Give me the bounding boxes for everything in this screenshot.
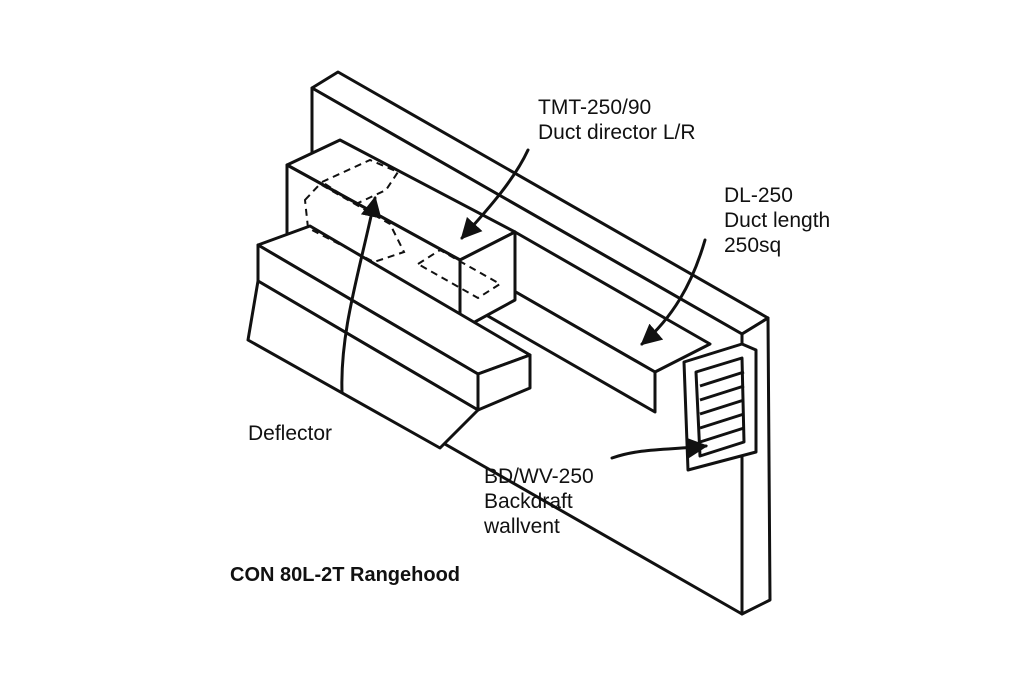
label-dl-line3: 250sq	[724, 234, 782, 257]
rangehood-body	[246, 224, 532, 450]
label-bd-line1: BD/WV-250	[484, 465, 594, 488]
label-dl: DL-250 Duct length 250sq	[724, 183, 830, 258]
label-deflector-line1: Deflector	[248, 422, 333, 445]
tmt-arrow	[460, 148, 530, 240]
deflector-arrow	[340, 195, 382, 394]
label-tmt-line2: Duct director L/R	[538, 121, 696, 144]
dl-arrow	[640, 238, 707, 346]
label-bd-line2: Backdraft	[484, 490, 573, 513]
bd-arrow	[610, 437, 709, 460]
label-bd: BD/WV-250 Backdraft wallvent	[484, 464, 594, 539]
leader-arrows	[340, 148, 709, 460]
label-tmt-line1: TMT-250/90	[538, 96, 652, 119]
hidden-duct-outline	[303, 158, 502, 300]
label-bd-line3: wallvent	[484, 515, 560, 538]
label-deflector: Deflector	[248, 421, 332, 446]
label-dl-line2: Duct length	[724, 209, 831, 232]
label-tmt: TMT-250/90 Duct director L/R	[538, 95, 696, 145]
diagram-title: CON 80L-2T Rangehood	[230, 564, 461, 586]
label-dl-line1: DL-250	[724, 184, 793, 207]
